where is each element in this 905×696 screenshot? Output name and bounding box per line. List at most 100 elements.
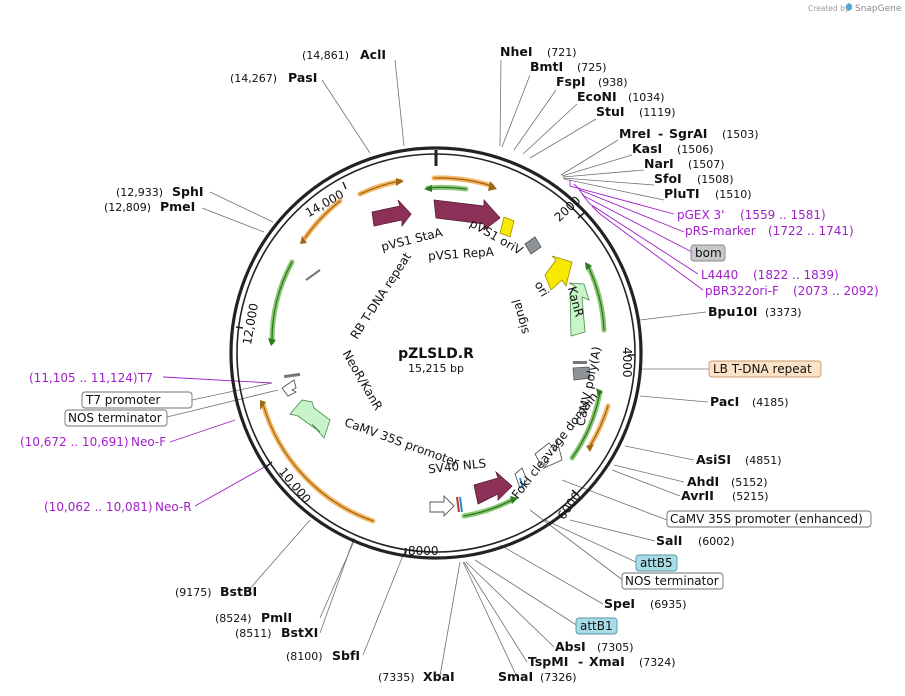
primers-right: pGEX 3' (1559 .. 1581) pRS-marker (1722 … — [677, 208, 879, 298]
primer-leader-t7 — [162, 376, 273, 384]
leader-smai — [462, 561, 518, 678]
leader-camv-enh — [561, 479, 668, 521]
nhei-pos: (721) — [547, 46, 577, 59]
feature-camv-35s-enhanced — [534, 439, 563, 470]
primer-leader-pbr322 — [591, 205, 704, 291]
leader-ahdi — [613, 464, 685, 483]
feature-neor-kanr — [289, 399, 331, 439]
neof-name: Neo-F — [131, 435, 166, 449]
smai-name: SmaI — [498, 669, 533, 684]
feature-ori — [544, 255, 573, 291]
xbai-pos: (7335) — [378, 671, 415, 684]
leader-absi — [465, 561, 555, 648]
l4440-name: L4440 — [701, 268, 738, 282]
leader-nari — [562, 169, 645, 178]
pgex3-pos: (1559 .. 1581) — [740, 208, 826, 222]
enzymes-top-left: (14,861) AclI (14,267) PasI (12,933) Sph… — [104, 47, 386, 214]
plasmid-center: pZLSLD.R 15,215 bp — [398, 346, 474, 375]
pbr322-name: pBR322ori-F — [705, 284, 779, 298]
sphi-pos: (12,933) — [116, 186, 163, 199]
neor-name: Neo-R — [155, 500, 192, 514]
smai-pos: (7326) — [540, 671, 577, 684]
leader-sfoi — [562, 177, 655, 186]
pluti-pos: (1510) — [715, 188, 752, 201]
attb1-box — [575, 617, 618, 635]
feature-foki — [473, 470, 513, 505]
pasi-pos: (14,267) — [230, 72, 277, 85]
feature-pvs1-oriv — [499, 216, 515, 238]
t7-pos: (11,105 .. 11,124) — [29, 371, 138, 385]
ahdi-pos: (5152) — [731, 476, 768, 489]
pmei-name: PmeI — [160, 199, 195, 214]
tspmi-pos: (7324) — [639, 656, 676, 669]
credit-prefix: Created by — [808, 4, 850, 13]
feature-bom-marker — [524, 236, 542, 255]
leader-asisi — [624, 445, 695, 461]
leader-t7-promoter — [191, 382, 273, 401]
leader-sbfi — [362, 552, 405, 656]
leader-attb5 — [544, 519, 639, 564]
asisi-name: AsiSI — [696, 452, 731, 467]
ahdi-name: AhdI — [687, 474, 719, 489]
orf-arc-green-kanr — [585, 263, 607, 333]
leader-pasi — [321, 79, 371, 154]
nos-right-label: NOS terminator — [625, 574, 719, 588]
pmei-pos: (12,809) — [104, 201, 151, 214]
econi-name: EcoNI — [577, 89, 617, 104]
leader-avrii — [611, 469, 681, 497]
tick-12000: 12,000 — [240, 302, 261, 346]
bstxi-name: BstXI — [281, 625, 318, 640]
credit-brand: SnapGene — [855, 4, 902, 14]
orf-arc-green-bottom — [461, 497, 515, 519]
snapgene-credit: Created by SnapGene — [808, 3, 902, 14]
lb-tdna-label: LB T-DNA repeat — [713, 362, 812, 376]
leader-kasi — [561, 154, 633, 177]
nos-right-box — [621, 572, 724, 590]
nos-left-box — [64, 409, 168, 427]
plasmid-length: 15,215 bp — [408, 362, 464, 375]
label-rb-tdna: RB T-DNA repeat — [348, 250, 415, 342]
leader-paci — [639, 395, 709, 403]
t7-name: T7 — [137, 371, 153, 385]
neof-pos: (10,672 .. 10,691) — [20, 435, 129, 449]
enzymes-top-right: NheI (721) BmtI (725) FspI (938) EcoNI (… — [500, 44, 759, 201]
pmli-name: PmlI — [261, 610, 292, 625]
plasmid-name: pZLSLD.R — [398, 346, 474, 362]
leader-sali — [569, 519, 656, 542]
primer-leader-neof — [169, 419, 236, 443]
t7-promoter-box — [81, 391, 193, 409]
enzymes-right: Bpu10I (3373) PacI (4185) AsiSI (4851) A… — [604, 304, 802, 611]
bpu10i-pos: (3373) — [765, 306, 802, 319]
leader-bpu10i — [639, 311, 707, 321]
sbfi-name: SbfI — [332, 648, 360, 663]
nhei-name: NheI — [500, 44, 533, 59]
sfoi-name: SfoI — [654, 171, 682, 186]
stui-name: StuI — [596, 104, 625, 119]
leader-econi — [522, 103, 578, 155]
stui-pos: (1119) — [639, 106, 676, 119]
primer-leader-lines — [162, 180, 704, 507]
prs-pos: (1722 .. 1741) — [768, 224, 854, 238]
leader-stui — [529, 118, 597, 159]
xmai-name: XmaI — [589, 654, 625, 669]
label-camv-35s: CaMV 35S promoter — [343, 415, 461, 469]
orf-arcs-green — [268, 184, 607, 519]
leader-nos-left — [166, 389, 279, 418]
leader-sphi — [209, 191, 274, 223]
asisi-pos: (4851) — [745, 454, 782, 467]
feature-camv-35s-promoter — [429, 494, 455, 518]
econi-pos: (1034) — [628, 91, 665, 104]
nari-name: NarI — [644, 156, 674, 171]
bstxi-pos: (8511) — [235, 627, 272, 640]
camv-enh-label: CaMV 35S promoter (enhanced) — [670, 512, 863, 526]
leader-nhei — [499, 59, 502, 147]
acli-pos: (14,861) — [302, 49, 349, 62]
feature-attb1-mark — [456, 496, 460, 513]
t7-promoter-label: T7 promoter — [85, 393, 161, 407]
lb-tdna-box — [708, 360, 822, 378]
leader-fspi — [513, 89, 557, 151]
absi-name: AbsI — [555, 639, 586, 654]
mrei-name: MreI — [619, 126, 651, 141]
bstbi-pos: (9175) — [175, 586, 212, 599]
feature-camv-polya — [572, 366, 591, 381]
